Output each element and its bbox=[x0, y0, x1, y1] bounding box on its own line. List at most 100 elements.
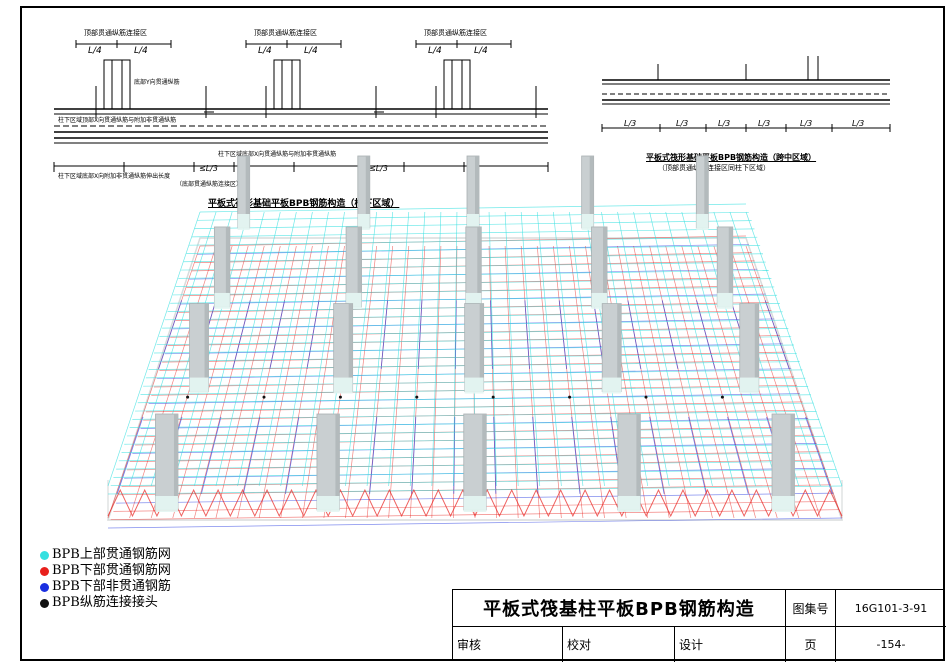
column bbox=[345, 226, 362, 309]
column-shade bbox=[173, 414, 178, 496]
column-base bbox=[214, 292, 230, 309]
column bbox=[466, 155, 480, 230]
bottom-mesh-bar bbox=[215, 245, 281, 519]
column-base bbox=[617, 496, 641, 512]
bottom-extra-bar bbox=[200, 416, 222, 494]
top-mesh-bar bbox=[345, 211, 377, 487]
header-label-3: 顶部贯通纵筋连接区 bbox=[424, 28, 487, 37]
splice-joint-dot bbox=[338, 395, 342, 399]
bottom-mesh-bar bbox=[431, 245, 442, 519]
review-label: 审核 bbox=[453, 627, 563, 662]
column-base bbox=[463, 496, 487, 512]
midspan-subcaption: （顶部贯通纵筋连接区同柱下区域） bbox=[658, 164, 770, 172]
top-mesh-bar bbox=[194, 211, 265, 487]
column-zone-detail-drawing: 顶部贯通纵筋连接区 顶部贯通纵筋连接区 顶部贯通纵筋连接区 L/4 L/4 L/… bbox=[53, 28, 549, 188]
column bbox=[591, 226, 608, 309]
bottom-extra-bar bbox=[107, 517, 843, 529]
bottom-extra-bar bbox=[558, 300, 568, 369]
top-mesh-bar bbox=[280, 211, 329, 487]
segment-label: L/4 bbox=[304, 46, 318, 56]
column bbox=[155, 413, 179, 512]
column-shade bbox=[225, 226, 230, 293]
bottom-mesh-bar bbox=[697, 245, 778, 519]
top-mesh-bar bbox=[504, 211, 519, 487]
column-base bbox=[155, 496, 178, 512]
bottom-zone-note: （底部贯通纵筋连接区） bbox=[176, 180, 242, 188]
red-dot-icon bbox=[40, 566, 49, 576]
bottom-extra-bar bbox=[116, 416, 144, 494]
segment-label: L/4 bbox=[258, 46, 272, 56]
splice-joint-dot bbox=[720, 395, 724, 399]
bottom-extra-bar bbox=[532, 416, 539, 494]
top-mesh-bar bbox=[366, 211, 394, 487]
legend-label: BPB下部贯通钢筋网 bbox=[52, 563, 171, 578]
legend-label: BPB纵筋连接接头 bbox=[52, 595, 158, 610]
column-shade bbox=[348, 303, 353, 378]
header-label-1: 顶部贯通纵筋连接区 bbox=[84, 28, 147, 37]
bottom-mesh-bar bbox=[617, 245, 670, 519]
page-value: -154- bbox=[876, 638, 906, 651]
legend-item-splice: BPB纵筋连接接头 bbox=[40, 595, 171, 611]
column-shade bbox=[357, 226, 362, 293]
bottom-extra-bar bbox=[764, 300, 790, 370]
bottom-mesh-bar bbox=[745, 245, 843, 519]
splice-joint-dot bbox=[644, 395, 648, 399]
column-base bbox=[581, 214, 594, 230]
top-mesh-bar bbox=[569, 211, 605, 487]
column bbox=[695, 155, 709, 230]
bottom-mesh-bar bbox=[280, 245, 329, 519]
segment-label: L/4 bbox=[88, 46, 102, 56]
top-mesh-bar bbox=[301, 211, 345, 487]
splice-joint-dot bbox=[262, 395, 266, 399]
column-base bbox=[464, 377, 484, 394]
column-shade bbox=[728, 226, 733, 293]
top-mesh-bar bbox=[633, 211, 692, 487]
column-base bbox=[717, 292, 733, 309]
bottom-mesh-bar bbox=[633, 245, 692, 519]
column-base bbox=[602, 377, 622, 394]
bottom-extra-bar bbox=[727, 416, 749, 494]
column-base bbox=[696, 214, 709, 230]
column-shade bbox=[477, 226, 482, 293]
bottom-mesh-bar bbox=[649, 245, 713, 519]
column-shade bbox=[704, 156, 709, 214]
bottom-extra-bar bbox=[627, 300, 642, 369]
top-mesh-bar bbox=[409, 211, 426, 487]
bottom-extra-bar bbox=[411, 416, 417, 494]
note-bottom-x: 柱下区域底部X向贯通纵筋与附加非贯通纵筋 bbox=[218, 150, 336, 158]
column-base bbox=[772, 496, 795, 512]
note-bottom-y: 底部Y向贯通纵筋 bbox=[134, 78, 180, 86]
column bbox=[601, 303, 622, 394]
column-shade bbox=[636, 414, 641, 496]
bottom-extra-bar bbox=[524, 300, 530, 369]
bottom-mesh-bar bbox=[107, 245, 201, 519]
top-mesh-bar bbox=[520, 211, 541, 487]
midspan-detail-drawing: L/3 L/3 L/3 L/3 L/3 L/3 bbox=[601, 56, 891, 132]
column-zone-caption: 平板式筏形基础平板BPB钢筋构造（柱下区域） bbox=[208, 199, 400, 209]
bottom-mesh-bar bbox=[681, 245, 756, 519]
bottom-mesh-bar bbox=[301, 245, 345, 519]
bottom-extra-bar bbox=[453, 416, 456, 494]
third-label: L/3 bbox=[718, 119, 730, 128]
page-label: 页 bbox=[786, 627, 836, 662]
top-mesh-bar bbox=[129, 211, 217, 487]
top-mesh-bar bbox=[745, 211, 843, 487]
splice-joint-dot bbox=[415, 395, 419, 399]
column-shade bbox=[204, 303, 209, 378]
segment-label: L/4 bbox=[474, 46, 488, 56]
top-mesh-bar bbox=[729, 211, 821, 487]
top-mesh-bar bbox=[697, 211, 778, 487]
column-shade bbox=[335, 414, 340, 496]
design-label: 设计 bbox=[675, 627, 786, 662]
column bbox=[771, 413, 795, 512]
column-shade bbox=[475, 156, 479, 214]
bottom-mesh-bar bbox=[729, 245, 821, 519]
bottom-extra-bar bbox=[490, 300, 493, 369]
top-mesh-bar bbox=[237, 211, 297, 487]
top-mesh-bar bbox=[552, 211, 584, 487]
column bbox=[357, 155, 371, 230]
bottom-mesh-bar bbox=[172, 245, 249, 519]
column bbox=[213, 226, 231, 309]
bottom-extra-bar bbox=[232, 300, 251, 370]
